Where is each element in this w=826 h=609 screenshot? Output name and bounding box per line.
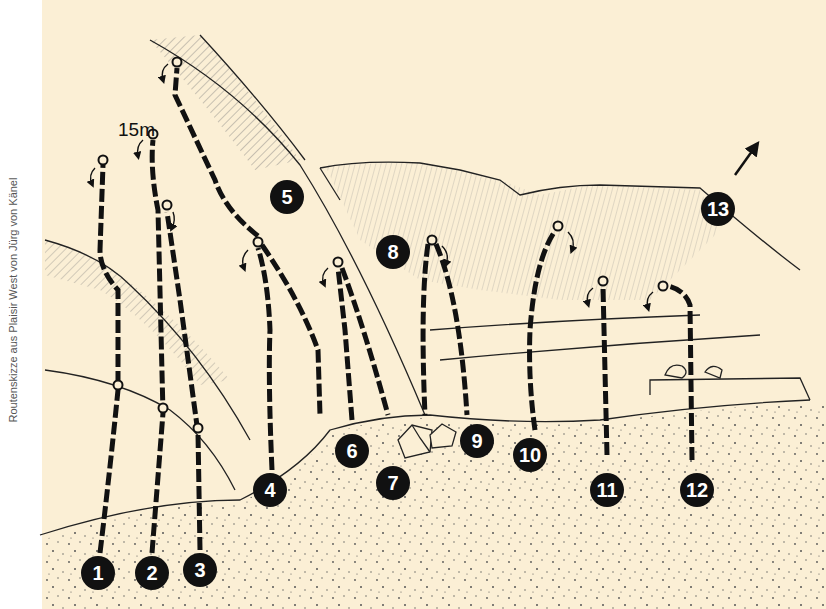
route-number: 6 <box>335 434 369 468</box>
route-number: 12 <box>680 473 714 507</box>
direction-arrow <box>735 147 755 175</box>
route-number: 4 <box>253 473 287 507</box>
route-number: 7 <box>376 466 410 500</box>
pitch-length: 15m <box>118 120 155 141</box>
route-number-text: 11 <box>596 480 617 500</box>
route-number-text: 1 <box>92 563 103 583</box>
image-credit: Routenskizze aus Plaisir West von Jürg v… <box>7 178 19 423</box>
route-number-text: 5 <box>281 187 292 207</box>
route-number: 8 <box>376 235 410 269</box>
boulder <box>398 424 456 458</box>
route-number-text: 12 <box>686 480 708 500</box>
background <box>42 0 826 609</box>
rappel-arrow <box>91 64 653 308</box>
route-number: 3 <box>183 553 217 587</box>
route-number-text: 7 <box>387 473 398 493</box>
route-number: 2 <box>135 556 169 590</box>
route-number: 11 <box>590 473 624 507</box>
belay-anchor <box>99 58 668 433</box>
route-number: 1 <box>81 556 115 590</box>
route-number-text: 4 <box>264 480 275 500</box>
route-number: 5 <box>270 180 304 214</box>
route-number-text: 10 <box>519 445 541 465</box>
route-number: 13 <box>701 192 735 226</box>
route-number: 9 <box>460 424 494 458</box>
route-number-text: 2 <box>146 563 157 583</box>
route-number-text: 13 <box>707 199 729 219</box>
rock-shading <box>325 162 720 300</box>
route-line <box>100 68 692 553</box>
route-number-text: 8 <box>387 242 398 262</box>
route-number: 10 <box>513 438 547 472</box>
rock-shading <box>150 35 300 170</box>
route-number-text: 3 <box>194 560 205 580</box>
rock-shading <box>45 240 230 385</box>
route-number-text: 6 <box>346 441 357 461</box>
route-number-text: 9 <box>471 431 482 451</box>
